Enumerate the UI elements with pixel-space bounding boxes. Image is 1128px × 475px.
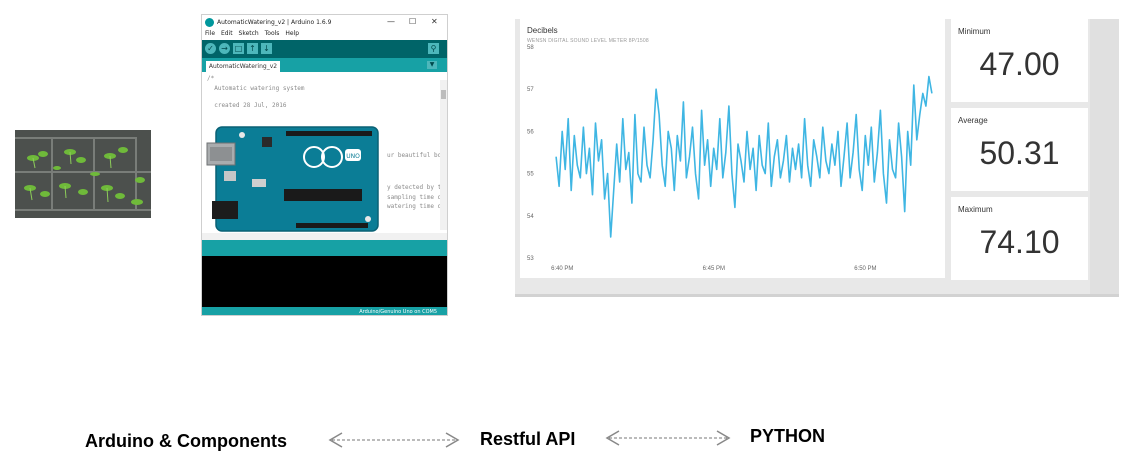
code-line: created 28 Jul, 2016: [207, 102, 287, 109]
double-arrow-icon: [328, 432, 460, 448]
menu-help[interactable]: Help: [285, 30, 300, 37]
tile-value: 50.31: [979, 135, 1060, 171]
tile-label: Maximum: [958, 205, 993, 214]
tile-label: Average: [958, 116, 988, 125]
x-tick-label: 6:50 PM: [854, 266, 876, 272]
flow-label-api: Restful API: [480, 429, 576, 449]
tab-strip: AutomaticWatering_v2 ▼: [202, 58, 447, 72]
x-tick-label: 6:40 PM: [551, 266, 573, 272]
minimum-tile[interactable]: Minimum 47.00: [951, 19, 1088, 102]
arduino-board-image: UNO: [202, 119, 382, 237]
tile-label: Minimum: [958, 27, 991, 36]
menu-edit[interactable]: Edit: [220, 30, 233, 37]
menu-file[interactable]: File: [205, 30, 216, 37]
maximum-tile[interactable]: Maximum 74.10: [951, 197, 1088, 280]
decibels-line-chart: 58 57 56 55 54 53 6:40 PM 6:45 PM 6:50 PM: [527, 45, 933, 272]
verify-icon[interactable]: ✓: [205, 43, 216, 54]
window-titlebar: AutomaticWatering_v2 | Arduino 1.6.9 — ☐…: [202, 15, 447, 30]
chart-title: Decibels: [527, 26, 558, 35]
menu-tools[interactable]: Tools: [264, 30, 280, 37]
status-bar: Arduino/Genuino Uno on COM5: [202, 307, 447, 315]
dashboard-gutter: [1090, 19, 1119, 294]
decibels-series-line: [555, 75, 933, 238]
maximize-icon[interactable]: ☐: [409, 17, 417, 26]
minimize-icon[interactable]: —: [387, 17, 395, 26]
tab-sketch[interactable]: AutomaticWatering_v2: [206, 61, 280, 72]
code-line: y detected by t: [387, 184, 442, 191]
decibels-chart-card[interactable]: Decibels WENSN DIGITAL SOUND LEVEL METER…: [520, 19, 945, 278]
code-line: Automatic watering system: [207, 85, 305, 92]
seedling-photo: [15, 130, 151, 218]
code-line: ur beautiful bo: [387, 152, 442, 159]
y-tick-label: 57: [527, 87, 534, 93]
message-bar: [202, 240, 447, 256]
ide-toolbar: ✓ → □ ↑ ↓ ⚲: [202, 40, 447, 58]
vertical-scrollbar[interactable]: [440, 80, 447, 230]
y-tick-label: 55: [527, 172, 534, 178]
console-output: [202, 256, 447, 307]
open-icon[interactable]: ↑: [247, 43, 258, 54]
dashboard-bottom-edge: [515, 294, 1119, 297]
chart-subtitle: WENSN DIGITAL SOUND LEVEL METER 8P/1508: [527, 38, 649, 44]
new-file-icon[interactable]: □: [233, 43, 244, 54]
arduino-logo-icon: [205, 18, 214, 27]
board-label: UNO: [346, 153, 360, 160]
menu-sketch[interactable]: Sketch: [238, 30, 259, 37]
serial-monitor-icon[interactable]: ⚲: [428, 43, 439, 54]
tile-value: 47.00: [979, 46, 1060, 82]
horizontal-scrollbar[interactable]: [202, 233, 447, 240]
code-line: /*: [207, 75, 215, 82]
window-title: AutomaticWatering_v2 | Arduino 1.6.9: [217, 19, 332, 26]
y-tick-label: 54: [527, 214, 534, 220]
upload-icon[interactable]: →: [219, 43, 230, 54]
save-icon[interactable]: ↓: [261, 43, 272, 54]
arduino-ide-window: AutomaticWatering_v2 | Arduino 1.6.9 — ☐…: [201, 14, 448, 316]
tile-value: 74.10: [979, 224, 1060, 260]
board-port-status: Arduino/Genuino Uno on COM5: [359, 309, 437, 315]
code-line: sampling time o: [387, 194, 442, 201]
flow-label-python: PYTHON: [750, 426, 826, 446]
y-tick-label: 58: [527, 45, 534, 51]
code-line: watering time o: [387, 203, 442, 210]
x-tick-label: 6:45 PM: [703, 266, 725, 272]
close-icon[interactable]: ✕: [431, 17, 438, 26]
y-tick-label: 53: [527, 256, 534, 262]
y-tick-label: 56: [527, 129, 534, 135]
average-tile[interactable]: Average 50.31: [951, 108, 1088, 191]
dashboard-panel: Decibels WENSN DIGITAL SOUND LEVEL METER…: [515, 19, 1119, 297]
tab-menu-chevron-icon[interactable]: ▼: [427, 61, 437, 69]
double-arrow-icon: [605, 430, 731, 446]
menu-bar: File Edit Sketch Tools Help: [202, 30, 447, 40]
flow-label-arduino: Arduino & Components: [85, 431, 287, 451]
